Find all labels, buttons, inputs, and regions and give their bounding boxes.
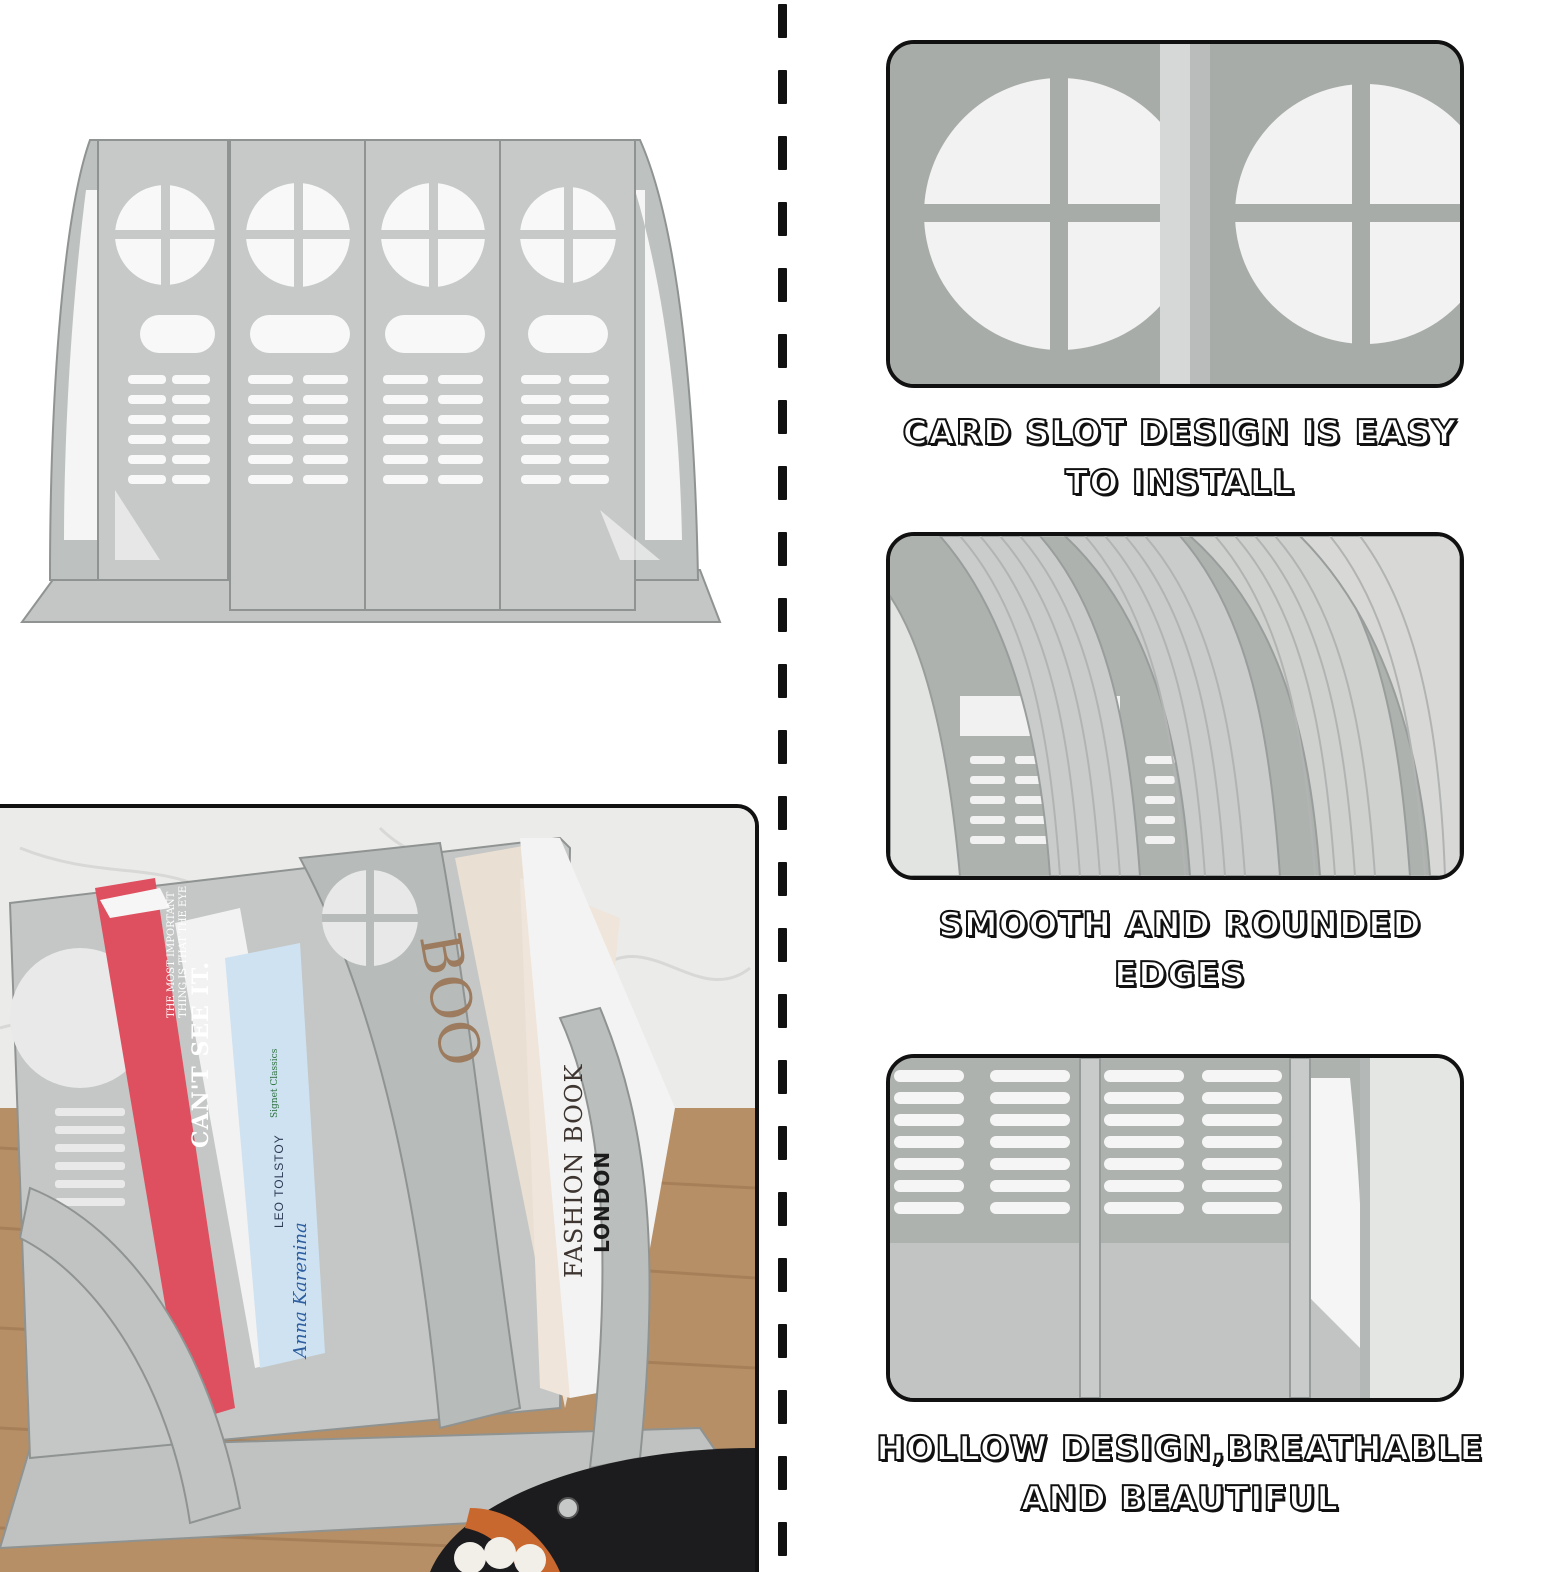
pink-book <box>95 878 235 1423</box>
pink-book-line1: THE MOST IMPORTANT <box>166 891 177 1018</box>
product-organizer-image <box>20 130 725 630</box>
blue-book-title: Anna Karenina <box>290 1222 311 1358</box>
blue-book-author: LEO TOLSTOY <box>272 1134 286 1228</box>
lifestyle-photo: CAN'T SEE IT. THE MOST IMPORTANT THING I… <box>0 804 759 1572</box>
detail-rounded-edges-image <box>886 532 1464 880</box>
pink-book-title: CAN'T SEE IT. <box>188 960 214 1148</box>
white-book-title: LONDON <box>590 1150 614 1253</box>
caption-rounded-edges: SMOOTH AND ROUNDED EDGES <box>937 904 1422 996</box>
caption-card-slot: CARD SLOT DESIGN IS EASY TO INSTALL <box>902 412 1458 504</box>
pink-book-line2: THING IS THAT THE EYE <box>178 885 189 1018</box>
caption-hollow-design: HOLLOW DESIGN,BREATHABLE AND BEAUTIFUL <box>875 1428 1484 1520</box>
detail-hollow-design-image <box>886 1054 1464 1402</box>
blue-book-badge: Signet Classics <box>270 1048 280 1118</box>
detail-card-slot-image <box>886 40 1464 388</box>
beige-book-title: FASHION BOOK <box>560 1063 588 1278</box>
